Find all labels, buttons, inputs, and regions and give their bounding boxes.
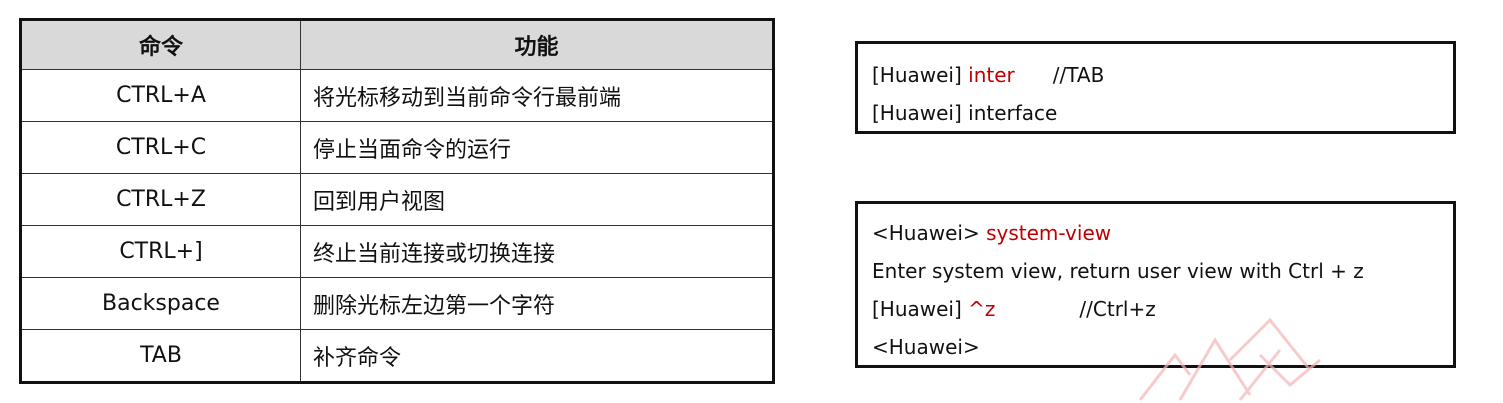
- typed-input: inter: [968, 63, 1015, 87]
- terminal-box-system-view: <Huawei> system-view Enter system view, …: [855, 201, 1456, 368]
- terminal-line: <Huawei>: [872, 335, 980, 359]
- function-cell: 终止当前连接或切换连接: [300, 225, 774, 278]
- command-table: 命令 功能 CTRL+A 将光标移动到当前命令行最前端 CTRL+C 停止当面命…: [19, 18, 775, 384]
- terminal-line: Enter system view, return user view with…: [872, 259, 1364, 283]
- prompt-text: [Huawei]: [872, 63, 969, 87]
- function-cell: 将光标移动到当前命令行最前端: [300, 69, 774, 122]
- function-cell: 停止当面命令的运行: [300, 121, 774, 174]
- command-cell: CTRL+Z: [20, 173, 301, 226]
- prompt-text: <Huawei>: [872, 221, 987, 245]
- command-cell: TAB: [20, 329, 301, 383]
- table-row: Backspace 删除光标左边第一个字符: [20, 277, 774, 330]
- prompt-text: [Huawei]: [872, 297, 969, 321]
- function-cell: 补齐命令: [300, 329, 774, 383]
- function-cell: 删除光标左边第一个字符: [300, 277, 774, 330]
- terminal-line: <Huawei> system-view: [872, 218, 1453, 256]
- terminal-line: [Huawei] inter //TAB: [872, 60, 1453, 98]
- comment-text: //Ctrl+z: [1079, 297, 1156, 321]
- function-cell: 回到用户视图: [300, 173, 774, 226]
- table-row: CTRL+] 终止当前连接或切换连接: [20, 225, 774, 278]
- header-function: 功能: [300, 19, 774, 70]
- command-cell: CTRL+]: [20, 225, 301, 278]
- terminal-line: [Huawei] ^z //Ctrl+z: [872, 294, 1453, 332]
- table-row: TAB 补齐命令: [20, 329, 774, 383]
- terminal-line: [Huawei] interface: [872, 101, 1058, 125]
- header-command: 命令: [20, 19, 301, 70]
- command-cell: CTRL+A: [20, 69, 301, 122]
- comment-text: //TAB: [1052, 63, 1105, 87]
- command-cell: Backspace: [20, 277, 301, 330]
- table-row: CTRL+C 停止当面命令的运行: [20, 121, 774, 174]
- table-header-row: 命令 功能: [20, 19, 774, 70]
- typed-input: ^z: [968, 297, 996, 321]
- table-row: CTRL+A 将光标移动到当前命令行最前端: [20, 69, 774, 122]
- terminal-box-tab-completion: [Huawei] inter //TAB [Huawei] interface: [855, 41, 1456, 134]
- command-cell: CTRL+C: [20, 121, 301, 174]
- typed-input: system-view: [986, 221, 1112, 245]
- table-row: CTRL+Z 回到用户视图: [20, 173, 774, 226]
